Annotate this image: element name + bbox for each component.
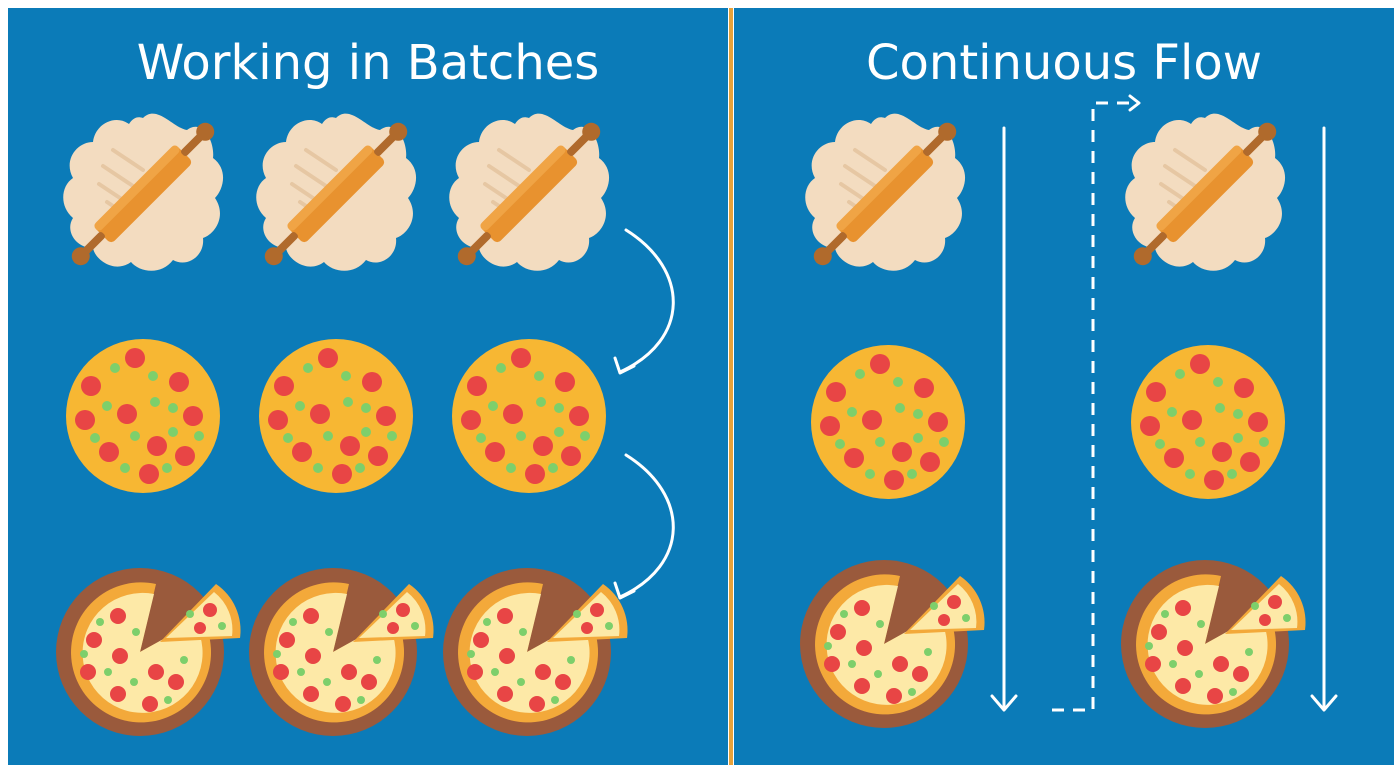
baked-pizza-icon xyxy=(1121,560,1306,728)
dough-with-rolling-pin-icon xyxy=(447,111,612,274)
dough-with-rolling-pin-icon xyxy=(254,111,419,274)
arrow-head xyxy=(1128,94,1141,112)
dough-with-rolling-pin-icon xyxy=(1123,111,1288,274)
baked-pizza-icon xyxy=(443,568,628,736)
baked-pizza-icon xyxy=(249,568,434,736)
flow-title: Continuous Flow xyxy=(866,35,1262,91)
raw-pizza-icon xyxy=(66,339,220,493)
arrow-head xyxy=(1310,694,1338,712)
raw-pizza-icon xyxy=(259,339,413,493)
return-dashed-arrow xyxy=(1052,101,1136,712)
baked-pizza-icon xyxy=(56,568,241,736)
dough-with-rolling-pin-icon xyxy=(803,111,968,274)
baked-pizza-icon xyxy=(800,560,985,728)
batch-transfer-arrow xyxy=(618,453,675,599)
dough-with-rolling-pin-icon xyxy=(61,111,226,274)
raw-pizza-icon xyxy=(811,345,965,499)
batch-transfer-arrow xyxy=(618,228,675,374)
raw-pizza-icon xyxy=(452,339,606,493)
arrow-head xyxy=(613,581,636,600)
batches-title: Working in Batches xyxy=(136,35,600,91)
arrow-head xyxy=(990,694,1018,712)
panel-divider xyxy=(729,8,733,765)
arrow-head xyxy=(613,356,636,375)
raw-pizza-icon xyxy=(1131,345,1285,499)
